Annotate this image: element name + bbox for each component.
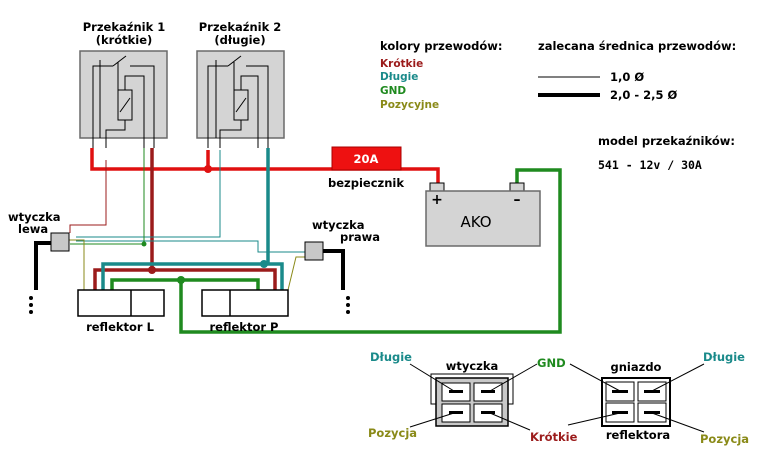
battery: + – AKO (425, 182, 541, 247)
plug-right-body (304, 241, 324, 261)
battery-label: AKO (460, 213, 491, 231)
model-title: model przekaźników: (598, 134, 735, 148)
detail-plug-bottom-right: Krótkie (530, 430, 578, 444)
legend-item-gnd: GND (380, 85, 406, 97)
plug-left-line1: wtyczka (8, 210, 61, 224)
detail-socket-top-right: Długie (703, 350, 745, 364)
detail-socket: gniazdo reflektora Długie Pozycja (567, 350, 749, 446)
plug-left: wtyczka lewa (8, 210, 70, 252)
reflector-left: reflektor L (77, 289, 165, 334)
junction-power (204, 165, 212, 173)
wire-pos-right (287, 256, 310, 291)
relay-1-title: Przekaźnik 1 (83, 20, 165, 34)
junction-gnd (177, 276, 185, 284)
reflector-right-label: reflektor P (210, 320, 279, 334)
detail-plug-pin-slots (449, 390, 495, 414)
reflector-left-label: reflektor L (86, 320, 155, 334)
reflector-right-body (201, 289, 289, 317)
battery-minus: – (514, 192, 521, 208)
detail-socket-slots (612, 390, 660, 414)
legend-item-short: Krótkie (380, 58, 423, 70)
cable-continuation-dots (29, 296, 350, 314)
relay-2: Przekaźnik 2 (długie) (196, 20, 285, 148)
wire-gnd-relay (70, 148, 145, 245)
wire-gnd-main (179, 168, 562, 334)
wire-short-plug (69, 160, 107, 233)
junction-short (148, 266, 156, 274)
cable-left (34, 241, 52, 290)
battery-terminal-plus (429, 182, 445, 192)
detail-plug-top-left: Długie (370, 350, 412, 364)
plug-right-line1: wtyczka (312, 218, 365, 232)
junction-long (260, 260, 268, 268)
relay-2-schematic (207, 55, 269, 148)
gauge-thick-label: 2,0 - 2,5 Ø (610, 88, 678, 102)
relay-1: Przekaźnik 1 (krótkie) (79, 20, 168, 148)
relay-2-title: Przekaźnik 2 (199, 20, 281, 34)
detail-socket-title-top: gniazdo (611, 360, 662, 374)
battery-plus: + (431, 192, 443, 208)
battery-body (425, 190, 541, 247)
model-value: 541 - 12v / 30A (598, 158, 702, 172)
legend-item-long: Długie (380, 71, 418, 83)
fuse-label: bezpiecznik (328, 176, 404, 190)
legend-title: kolory przewodów: (380, 39, 503, 53)
gauge-thin-label: 1,0 Ø (610, 70, 644, 84)
fuse-rating: 20A (354, 152, 379, 166)
gauge-title: zalecana średnica przewodów: (538, 39, 736, 53)
detail-plug: wtyczka Długie GND Pozycja Krótkie (368, 350, 578, 444)
detail-socket-title-bottom: reflektora (606, 428, 670, 442)
reflector-left-body (77, 289, 165, 317)
detail-plug-bottom-left: Pozycja (368, 426, 417, 440)
wires (34, 148, 562, 334)
wire-long-bus (101, 262, 284, 290)
cable-right (322, 249, 345, 290)
wire-long-plug (76, 150, 221, 238)
relay-2-subtitle: (długie) (214, 33, 265, 47)
junction-gnd-small (141, 241, 147, 247)
wire-short-bus (93, 268, 277, 290)
plug-left-line2: lewa (18, 222, 48, 236)
relay-1-subtitle: (krótkie) (96, 33, 153, 47)
relay-1-schematic (92, 55, 155, 148)
fuse-body (331, 146, 402, 171)
detail-socket-bottom-right: Pozycja (700, 432, 749, 446)
fuse: 20A bezpiecznik (328, 146, 404, 190)
color-legend: kolory przewodów: Krótkie Długie GND Poz… (380, 39, 503, 111)
relay-model: model przekaźników: 541 - 12v / 30A (598, 134, 735, 172)
plug-left-body (50, 232, 70, 252)
wire-power-main (90, 148, 440, 183)
legend-item-pos: Pozycyjne (380, 99, 439, 111)
reflector-right: reflektor P (201, 289, 289, 334)
detail-plug-title: wtyczka (446, 359, 499, 373)
detail-plug-top-right: GND (537, 356, 566, 370)
plug-right-line2: prawa (340, 230, 380, 244)
wire-gnd-bus (110, 278, 260, 290)
plug-right: wtyczka prawa (304, 218, 380, 261)
battery-terminal-minus (509, 182, 525, 192)
wire-long-plug-b (76, 240, 310, 253)
gauge-legend: zalecana średnica przewodów: 1,0 Ø 2,0 -… (538, 39, 736, 102)
